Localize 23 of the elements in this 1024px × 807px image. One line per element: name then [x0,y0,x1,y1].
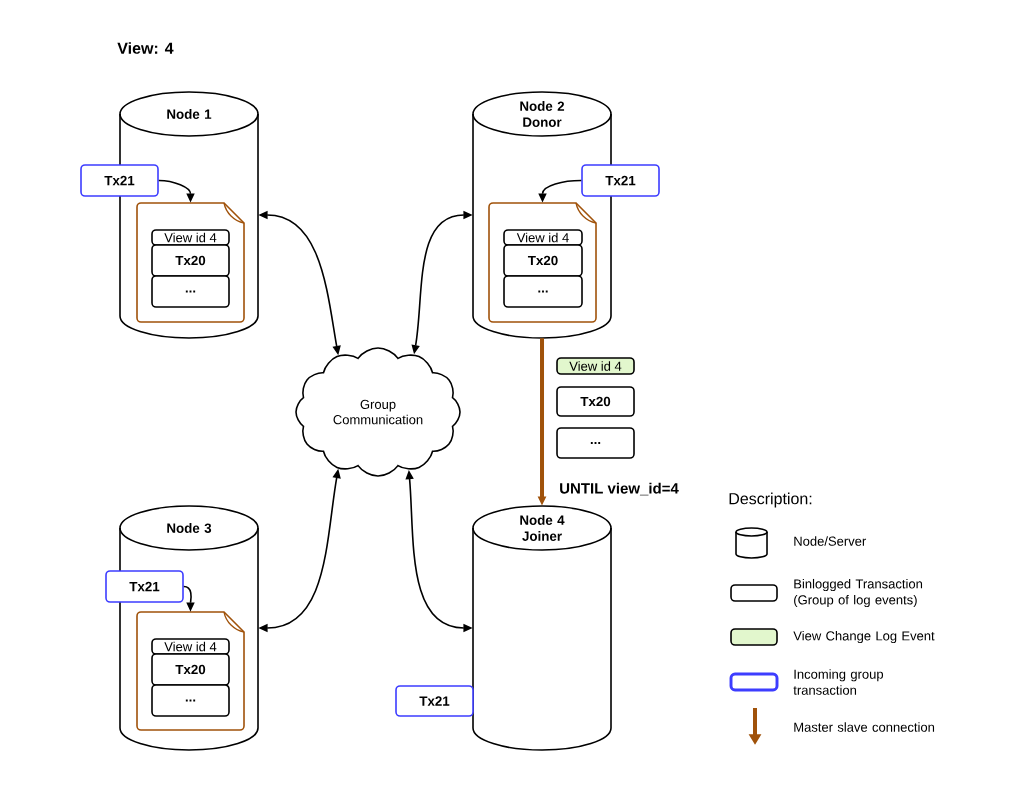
transaction-box: Tx20 [151,244,230,277]
transaction-box: ... [151,275,230,308]
legend-text: Incoming group transaction [793,669,884,695]
transaction-box: Tx21 [80,164,159,197]
edge-label: UNTIL view_id=4 [557,481,681,497]
legend-heading: Description: [729,492,812,508]
transaction-box: Tx21 [581,164,660,197]
transaction-box: Tx20 [151,653,230,686]
transaction-box: Tx20 [556,386,635,417]
event-box: View id 4 [556,357,635,375]
transaction-box: ... [556,427,635,459]
cloud: Group Communication [295,347,461,477]
title: View: 4 [117,42,174,54]
transaction-box: Tx21 [105,570,184,603]
transaction-box: Tx20 [503,244,583,277]
legend-text: View Change Log Event [793,630,935,644]
legend-text: Binlogged Transaction (Group of log events) [794,578,923,608]
legend-text: Master slave connection [794,722,935,732]
transaction-box: ... [503,275,583,308]
cylinder: Node 4 Joiner [472,505,612,751]
transaction-box: ... [151,684,230,717]
legend-text: Node/Server [794,536,867,546]
transaction-box: Tx21 [395,685,474,717]
